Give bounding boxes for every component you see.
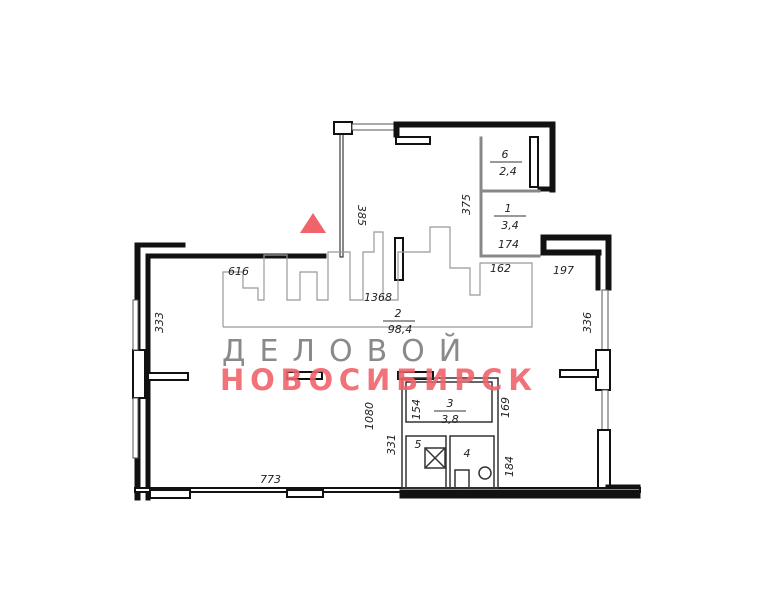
dim-184: 184 <box>503 456 516 477</box>
dim-773: 773 <box>260 473 281 486</box>
room-3-area: 3,8 <box>441 413 459 426</box>
dim-375: 375 <box>460 194 473 215</box>
room-4-number: 4 <box>464 447 471 460</box>
walls <box>132 121 641 501</box>
room-6-area: 2,4 <box>499 165 517 178</box>
dim-616: 616 <box>228 265 249 278</box>
dim-336: 336 <box>581 312 594 333</box>
room-2-number: 2 <box>395 307 402 320</box>
room-6-number: 6 <box>502 148 509 161</box>
room-1-number: 1 <box>505 202 512 215</box>
room-labels: 6 2,4 1 3,4 2 98,4 3 3,8 4 5 <box>383 148 526 460</box>
dim-1368: 1368 <box>364 291 392 304</box>
dim-333: 333 <box>153 312 166 333</box>
room-1-area: 3,4 <box>501 219 519 232</box>
watermark-line1: ДЕЛОВОЙ <box>222 333 475 369</box>
room-5-number: 5 <box>415 438 422 451</box>
dim-197: 197 <box>553 264 574 277</box>
dim-169: 169 <box>499 397 512 418</box>
dim-154: 154 <box>410 399 423 420</box>
room-3-number: 3 <box>447 397 454 410</box>
dim-385: 385 <box>355 205 368 226</box>
dim-162: 162 <box>490 262 511 275</box>
room-2-area: 98,4 <box>388 323 413 336</box>
dimension-labels: 385 375 174 616 162 197 1368 333 336 108… <box>153 194 594 486</box>
triangle-logo <box>300 213 326 233</box>
city-skyline-logo <box>222 226 533 328</box>
dim-1080: 1080 <box>363 402 376 430</box>
dim-331: 331 <box>385 434 398 455</box>
watermark: ДЕЛОВОЙ НОВОСИБИРСК <box>220 213 533 397</box>
watermark-line2: НОВОСИБИРСК <box>220 363 532 397</box>
dim-174: 174 <box>498 238 519 251</box>
